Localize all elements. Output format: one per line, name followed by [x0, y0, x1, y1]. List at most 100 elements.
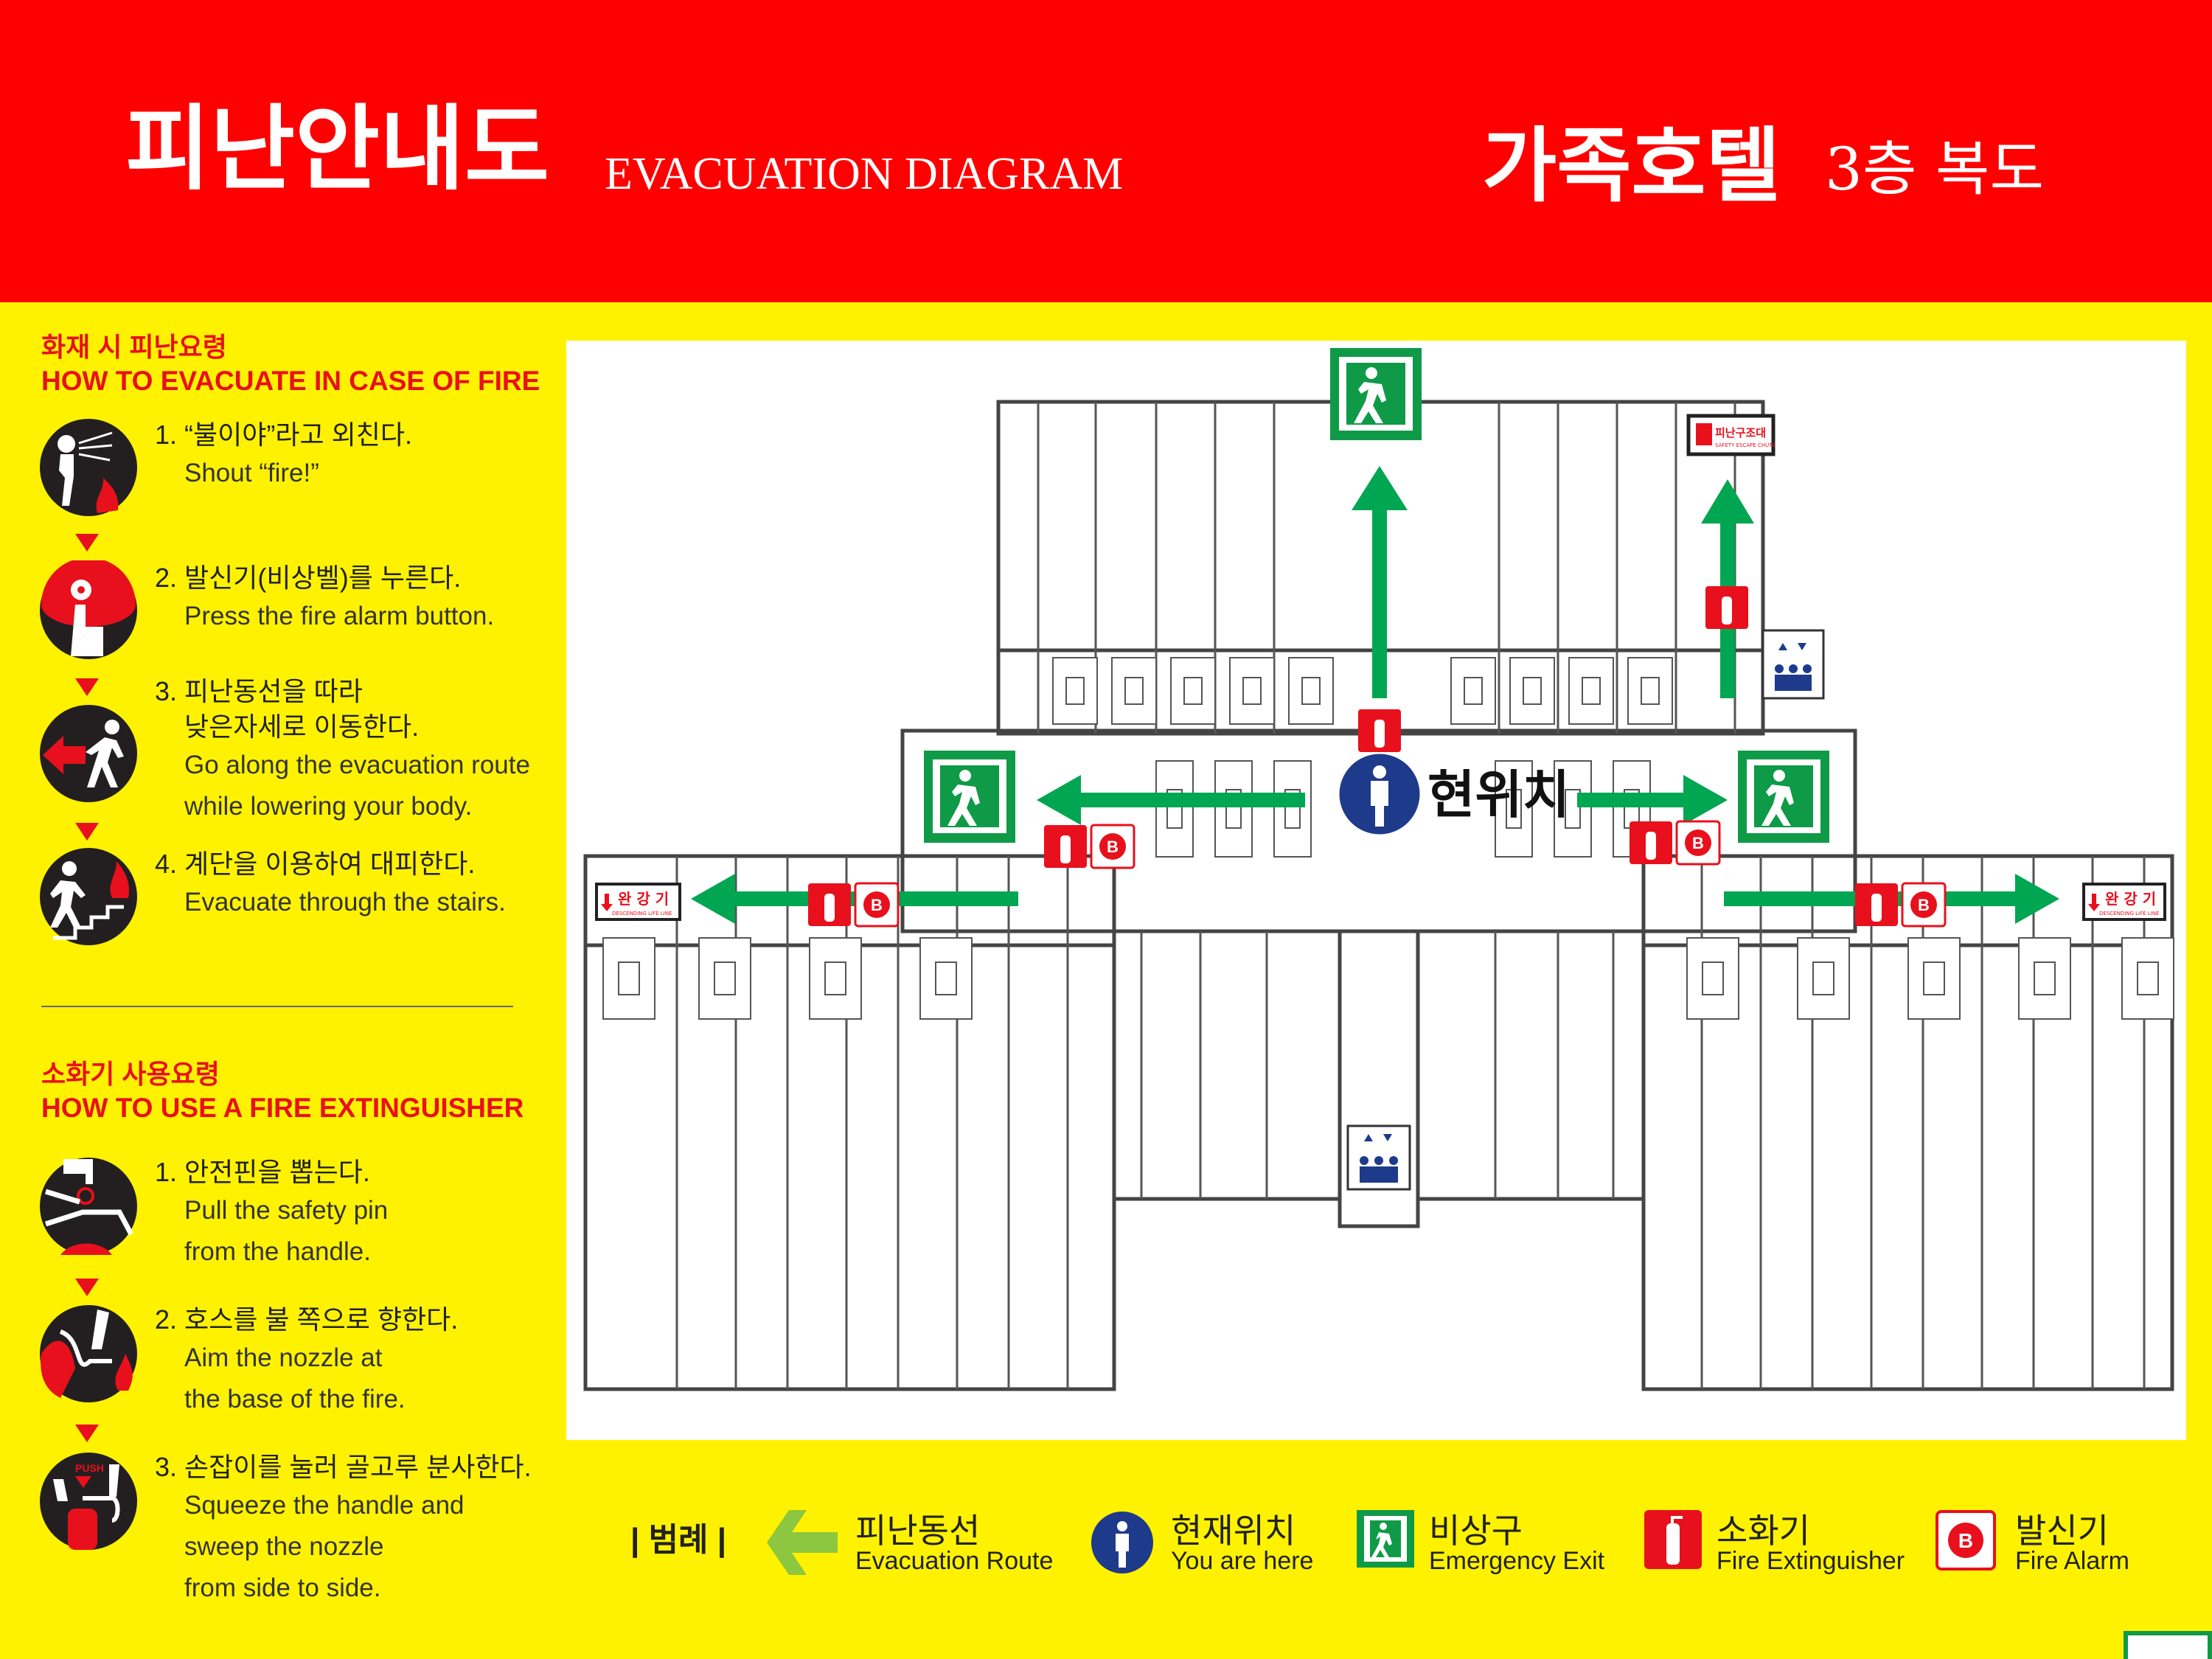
legend: | 범례 | 피난동선 Evacuation Route 현재위치 You ar…	[0, 1504, 2212, 1593]
location-name: 가족호텔	[1482, 118, 1781, 213]
room-fixture	[935, 961, 957, 995]
svg-text:완 강 기: 완 강 기	[2105, 890, 2156, 908]
step-ko: 1. “불이야”라고 외친다.	[155, 420, 412, 450]
legend-ko: 현재위치	[1171, 1512, 1296, 1550]
step-arrow-icon	[75, 1279, 99, 1296]
step-arrow-icon	[75, 534, 99, 552]
heading-en: HOW TO EVACUATE IN CASE OF FIRE	[41, 366, 540, 396]
room-fixture	[824, 961, 846, 995]
person-marker-icon	[1091, 1512, 1153, 1573]
legend-ko: 발신기	[2015, 1512, 2109, 1550]
room-fixture	[1565, 789, 1581, 829]
legend-en: Fire Alarm	[2015, 1547, 2129, 1575]
room-fixture	[1702, 961, 1724, 995]
elevator-icons	[1346, 629, 1825, 1191]
legend-en: You are here	[1171, 1547, 1314, 1575]
room-fixture	[2137, 961, 2159, 995]
room-fixture	[1582, 677, 1601, 705]
svg-text:SAFETY ESCAPE CHUTE: SAFETY ESCAPE CHUTE	[1715, 442, 1775, 448]
you-are-here-marker: 현위치	[1335, 750, 1570, 838]
room-fixture	[1065, 677, 1085, 705]
room-fixture	[1523, 677, 1542, 705]
alarm-letter: B	[1958, 1529, 1973, 1552]
room-fixture	[2034, 961, 2056, 995]
legend-ko: 소화기	[1717, 1512, 1810, 1550]
step-ko: 3. 손잡이를 눌러 골고루 분사한다.	[155, 1452, 532, 1482]
room-fixture	[1301, 677, 1321, 705]
legend-en: Emergency Exit	[1429, 1547, 1605, 1575]
legend-en: Evacuation Route	[855, 1547, 1054, 1575]
room-fixture	[698, 937, 751, 1020]
route-arrow-left-upper	[1037, 775, 1305, 825]
route-arrow-right-upper	[1577, 775, 1728, 825]
step-en: Squeeze the handle and sweep the nozzle …	[184, 1491, 465, 1602]
section-divider	[41, 1006, 513, 1007]
squeeze-handle-icon: PUSH	[40, 1453, 137, 1550]
step-ko: 4. 계단을 이용하여 대피한다.	[155, 849, 476, 879]
legend-en: Fire Extinguisher	[1717, 1547, 1905, 1575]
fire-alarm-icon: B	[854, 882, 900, 928]
descending-lifeline-sign-left: 완 강 기 DESCENDING LIFE LINE	[595, 883, 681, 921]
heading-ko: 화재 시 피난요령	[41, 332, 227, 362]
floor-label: 3층 복도	[1825, 135, 2045, 204]
room-fixture	[1812, 961, 1834, 995]
svg-text:B: B	[871, 896, 883, 914]
step-en: Shout “fire!”	[184, 459, 319, 487]
room-fixture	[1183, 677, 1203, 705]
step-en: Press the fire alarm button.	[184, 602, 495, 630]
extinguisher-icon	[1644, 1510, 1702, 1569]
legend-title: | 범례 |	[630, 1522, 727, 1558]
descending-lifeline-sign-right: 완 강 기 DESCENDING LIFE LINE	[2082, 883, 2166, 921]
header-banner: 피난안내도 EVACUATION DIAGRAM 가족호텔 3층 복도	[0, 0, 2212, 302]
room-fixtures	[602, 657, 2174, 1020]
route-arrow-up-center	[1352, 466, 1408, 698]
svg-text:DESCENDING LIFE LINE: DESCENDING LIFE LINE	[2099, 911, 2159, 917]
exit-sign-icon	[1330, 348, 1422, 440]
press-alarm-icon	[40, 560, 137, 659]
extinguisher-icon	[1705, 586, 1748, 629]
room-fixture	[1506, 789, 1522, 829]
legend-ko: 피난동선	[855, 1512, 981, 1550]
svg-text:DESCENDING LIFE LINE: DESCENDING LIFE LINE	[612, 911, 672, 917]
heading-en: HOW TO USE A FIRE EXTINGUISHER	[41, 1093, 524, 1123]
pull-pin-icon	[40, 1158, 137, 1255]
exit-sign-icon	[1357, 1510, 1414, 1568]
title-english: EVACUATION DIAGRAM	[605, 149, 1124, 199]
exit-sign-icon	[2124, 1631, 2212, 1659]
step-arrow-icon	[75, 678, 99, 696]
step-en: Evacuate through the stairs.	[184, 888, 506, 917]
fire-alarm-icon: B	[1090, 824, 1135, 869]
emergency-exits	[924, 348, 1829, 843]
aim-nozzle-icon	[40, 1305, 137, 1402]
extinguisher-icon	[1044, 825, 1087, 868]
you-are-here-label: 현위치	[1427, 765, 1570, 825]
room-fixture	[618, 961, 640, 995]
step-arrow-icon	[75, 823, 99, 841]
fire-alarm-icon: B	[1675, 820, 1721, 866]
room-fixture	[2121, 937, 2174, 1020]
extinguisher-icon	[1358, 709, 1401, 752]
running-exit-icon	[40, 705, 137, 802]
extinguisher-icon	[808, 883, 851, 926]
room-fixture	[1124, 677, 1144, 705]
legend-ko: 비상구	[1429, 1512, 1523, 1550]
room-fixture	[1242, 677, 1262, 705]
room-fixture	[1627, 657, 1673, 725]
heading-ko: 소화기 사용요령	[41, 1059, 220, 1089]
room-fixture	[1464, 677, 1483, 705]
title-korean: 피난안내도	[125, 95, 549, 203]
extinguisher-icon	[1630, 821, 1672, 864]
step-ko: 1. 안전핀을 뽑는다.	[155, 1157, 370, 1187]
shouting-person-icon	[40, 419, 137, 516]
svg-text:B: B	[1107, 838, 1119, 856]
push-label: PUSH	[75, 1462, 104, 1474]
step-en: Pull the safety pin from the handle.	[184, 1196, 389, 1266]
exit-sign-icon	[1738, 751, 1829, 843]
stairs-escape-icon	[40, 848, 137, 945]
extinguisher-icon	[1855, 883, 1898, 926]
svg-text:완 강 기: 완 강 기	[618, 890, 669, 908]
step-ko: 2. 호스를 불 쪽으로 향한다.	[155, 1304, 459, 1335]
